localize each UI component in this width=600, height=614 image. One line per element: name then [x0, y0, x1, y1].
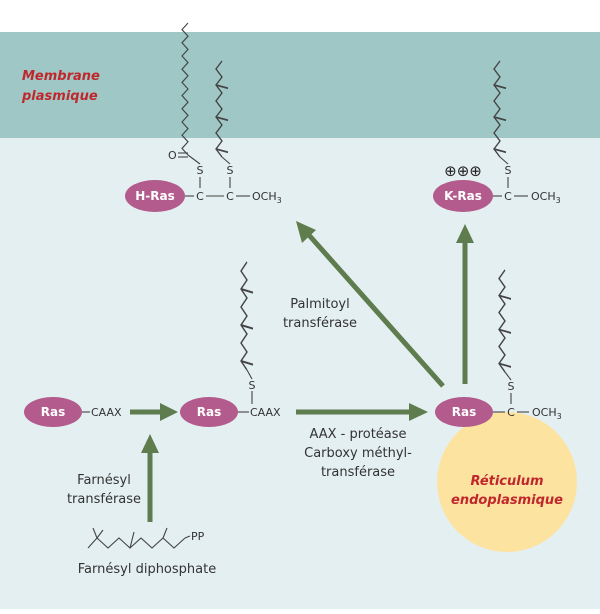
membrane-zone [0, 32, 600, 138]
carbon-atom: C [196, 190, 204, 203]
aax-protease-line1: AAX - protéase [309, 427, 406, 442]
protein-ras-3-label: Ras [452, 405, 476, 419]
protein-ras-1 [24, 397, 82, 427]
sulfur-atom: S [505, 164, 512, 177]
pp-group: PP [191, 530, 205, 543]
aax-protease-line2: Carboxy méthyl- [304, 446, 412, 461]
oxygen-atom: O [168, 149, 177, 162]
membrane-label-line2: plasmique [21, 89, 98, 104]
protein-ras-2 [180, 397, 238, 427]
palmitoyl-transferase-line1: Palmitoyl [290, 297, 349, 312]
protein-k-ras-label: K-Ras [444, 189, 482, 203]
sulfur-atom: S [249, 379, 256, 392]
carbon-atom: C [507, 406, 515, 419]
aax-protease-line3: transférase [321, 465, 395, 480]
caax-motif-1: CAAX [91, 406, 122, 419]
positive-charge-icon: ⊕⊕⊕ [444, 162, 482, 180]
sulfur-atom: S [197, 164, 204, 177]
er-circle [437, 412, 577, 552]
protein-ras-2-label: Ras [197, 405, 221, 419]
sulfur-atom: S [508, 380, 515, 393]
och3-group: OCH3 [532, 406, 562, 421]
outer-band [0, 0, 600, 32]
lipid-chain-icon [87, 527, 191, 549]
step-arrow-icon [456, 224, 474, 384]
sulfur-atom: S [227, 164, 234, 177]
step-arrow-icon [296, 221, 445, 388]
farnesyl-transferase-line1: Farnésyl [77, 473, 131, 488]
farnesyl-transferase-line2: transférase [67, 492, 141, 507]
carbon-atom: C [226, 190, 234, 203]
step-arrow-icon [130, 403, 178, 421]
er-label-line2: endoplasmique [451, 493, 563, 508]
protein-h-ras [125, 180, 185, 212]
substrate-label: Farnésyl diphosphate [78, 562, 216, 577]
protein-ras-3 [435, 397, 493, 427]
step-arrow-icon [296, 403, 428, 421]
och3-group: OCH3 [531, 190, 561, 205]
palmitoyl-transferase-line2: transférase [283, 316, 357, 331]
protein-ras-1-label: Ras [41, 405, 65, 419]
step-arrow-icon [141, 434, 159, 522]
protein-h-ras-label: H-Ras [135, 189, 175, 203]
carbon-atom: C [504, 190, 512, 203]
och3-group: OCH3 [252, 190, 282, 205]
caax-motif-2: CAAX [250, 406, 281, 419]
membrane-label-line1: Membrane [22, 69, 100, 84]
protein-k-ras [433, 180, 493, 212]
er-label-line1: Réticulum [470, 474, 543, 489]
